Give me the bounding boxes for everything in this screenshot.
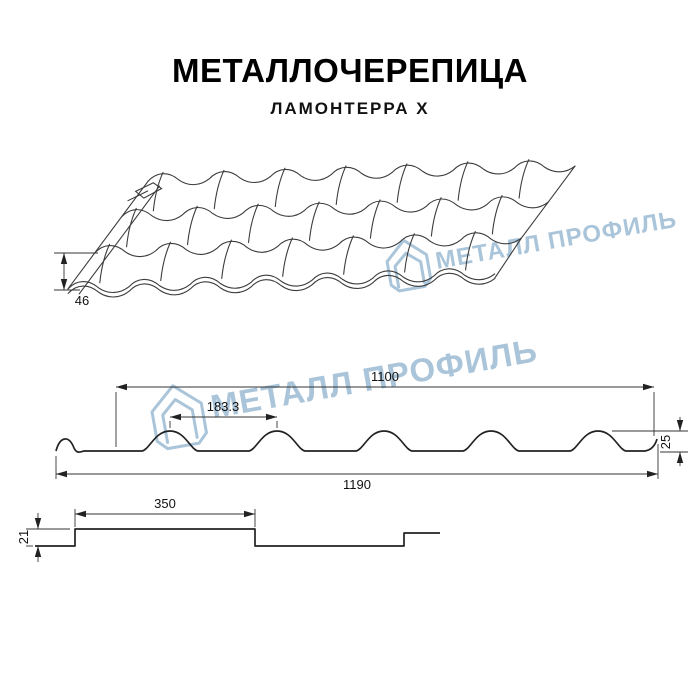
dim-arrow — [60, 253, 68, 264]
dim-arrow — [56, 470, 67, 478]
dim-label-183: 183.3 — [207, 399, 240, 414]
metall-profil-logo-icon — [385, 238, 433, 293]
dim-label-21: 21 — [16, 530, 31, 544]
dim-arrow — [60, 279, 68, 290]
step-profile-outline — [35, 528, 440, 547]
wave-curvature-lines-row-2 — [126, 195, 503, 248]
perspective-view — [67, 159, 576, 298]
profile-outline — [55, 430, 658, 453]
wave-curvature-lines-row-1 — [152, 159, 530, 212]
dim-25: 25 — [612, 417, 688, 466]
dim-arrow — [244, 510, 255, 518]
sheet-left-edge — [67, 180, 161, 295]
ridge-cap-detail — [127, 182, 163, 202]
sheet-ridge-row-3 — [94, 232, 523, 258]
dim-arrow — [266, 413, 277, 421]
cross-section-view — [55, 430, 658, 453]
dim-arrow — [676, 452, 684, 463]
step-profile-view — [35, 528, 440, 547]
dim-arrow — [75, 510, 86, 518]
dim-arrow — [647, 470, 658, 478]
dim-21: 21 — [16, 513, 70, 562]
watermark-text: МЕТАЛЛ ПРОФИЛЬ — [433, 206, 679, 275]
dim-arrow — [34, 518, 42, 529]
dim-arrow — [116, 383, 127, 391]
sheet-bottom-edge-thickness — [67, 272, 496, 298]
dim-label-46: 46 — [75, 293, 89, 308]
sheet-right-edge — [494, 165, 576, 279]
sheet-bottom-edge — [67, 268, 496, 294]
dim-arrow — [676, 420, 684, 431]
dim-arrow — [34, 546, 42, 557]
dim-46: 46 — [54, 252, 98, 308]
dim-label-25: 25 — [658, 435, 673, 449]
page-title: МЕТАЛЛОЧЕРЕПИЦА — [172, 52, 528, 89]
dim-350: 350 — [74, 496, 256, 527]
sheet-ridge-row-1 — [147, 160, 576, 186]
dim-arrow — [170, 413, 181, 421]
dim-label-1190: 1190 — [343, 477, 371, 492]
dim-label-350: 350 — [154, 496, 176, 511]
wave-curvature-lines-row-3 — [99, 231, 476, 284]
dim-1190: 1190 — [55, 444, 659, 492]
metall-profil-logo-icon — [150, 384, 208, 451]
dim-label-1100: 1100 — [371, 369, 399, 384]
dim-183: 183.3 — [169, 399, 278, 428]
sheet-ridge-row-2 — [120, 196, 549, 222]
page-subtitle: ЛАМОНТЕРРА X — [270, 99, 430, 118]
dim-1100: 1100 — [115, 369, 655, 447]
watermark-lower: МЕТАЛЛ ПРОФИЛЬ — [150, 331, 540, 451]
dim-arrow — [643, 383, 654, 391]
